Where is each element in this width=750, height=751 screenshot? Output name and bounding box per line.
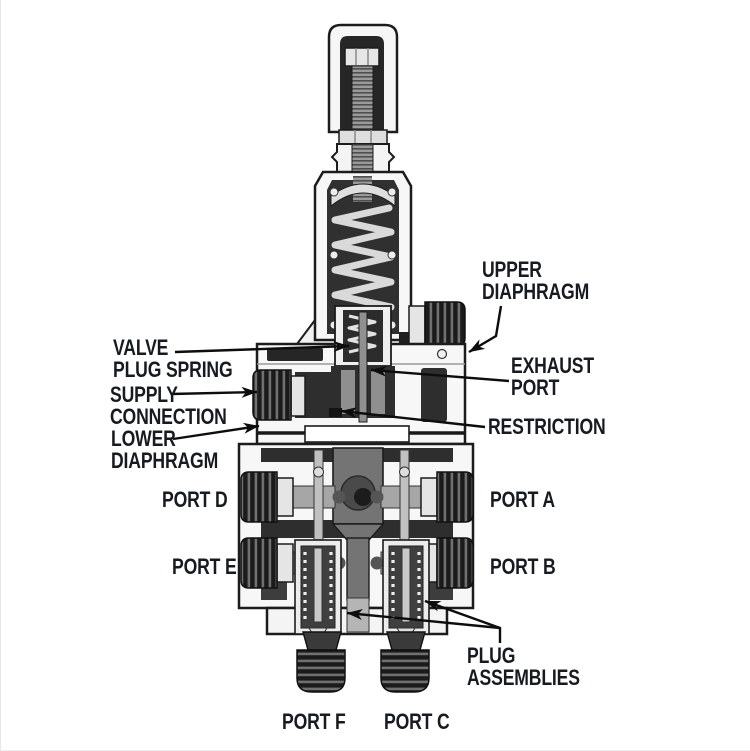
locknut [338, 129, 388, 145]
leader-supply-connection [170, 386, 258, 398]
upper-right-connection [399, 301, 466, 347]
plug-assembly-right [382, 539, 430, 644]
leader-valve-plug-spring [174, 341, 350, 354]
lower-diaphragm-part [257, 425, 465, 443]
leader-lower-diaphragm [172, 422, 260, 441]
port-c-stud [380, 631, 430, 693]
label-upper-diaphragm: UPPER DIAPHRAGM [482, 259, 589, 303]
leader-restriction [340, 407, 486, 429]
label-port-a: PORT A [490, 489, 555, 511]
label-line: ASSEMBLIES [467, 665, 580, 690]
label-plug-assemblies: PLUG ASSEMBLIES [467, 645, 580, 689]
label-supply-connection: SUPPLY CONNECTION [110, 384, 227, 428]
label-line: EXHAUST [511, 353, 594, 378]
label-valve-plug-spring: VALVE PLUG SPRING [113, 337, 233, 381]
label-line: CONNECTION [110, 404, 227, 429]
label-line: UPPER [482, 257, 542, 282]
label-line: PLUG [467, 643, 516, 668]
label-line: PORT A [490, 487, 555, 512]
plug-assembly-left [294, 539, 342, 644]
label-line: PORT C [384, 709, 450, 734]
leader-upper-diaphragm [468, 305, 503, 354]
port-f-stud [296, 631, 346, 693]
label-line: PLUG SPRING [113, 357, 233, 382]
label-line: PORT E [172, 554, 237, 579]
label-restriction: RESTRICTION [488, 416, 606, 438]
port-d-boss [240, 471, 294, 523]
label-port-c: PORT C [384, 711, 450, 733]
port-e-boss [240, 537, 294, 589]
label-line: PORT F [282, 709, 346, 734]
label-line: RESTRICTION [488, 414, 606, 439]
leader-plug-assembly-left [346, 609, 501, 630]
label-line: PORT D [162, 487, 228, 512]
label-lower-diaphragm: LOWER DIAPHRAGM [111, 428, 218, 472]
label-line: SUPPLY [110, 382, 178, 407]
callout-leader-lines [170, 305, 510, 643]
port-a-boss [420, 471, 474, 523]
label-line: DIAPHRAGM [111, 448, 219, 473]
central-bore [331, 447, 385, 601]
label-port-e: PORT E [172, 556, 237, 578]
label-line: DIAPHRAGM [482, 279, 590, 304]
label-port-b: PORT B [490, 556, 556, 578]
label-port-f: PORT F [282, 711, 346, 733]
supply-connection-boss [252, 369, 306, 421]
label-exhaust-port: EXHAUST PORT [511, 355, 594, 399]
adjusting-screw [344, 47, 380, 133]
valve-stem [358, 311, 368, 423]
label-port-d: PORT D [162, 489, 228, 511]
label-line: LOWER [111, 426, 176, 451]
leader-exhaust-port [370, 365, 510, 383]
restriction-orifice [329, 408, 342, 417]
label-line: PORT B [490, 554, 556, 579]
label-line: VALVE [113, 335, 169, 360]
label-line: PORT [511, 375, 560, 400]
